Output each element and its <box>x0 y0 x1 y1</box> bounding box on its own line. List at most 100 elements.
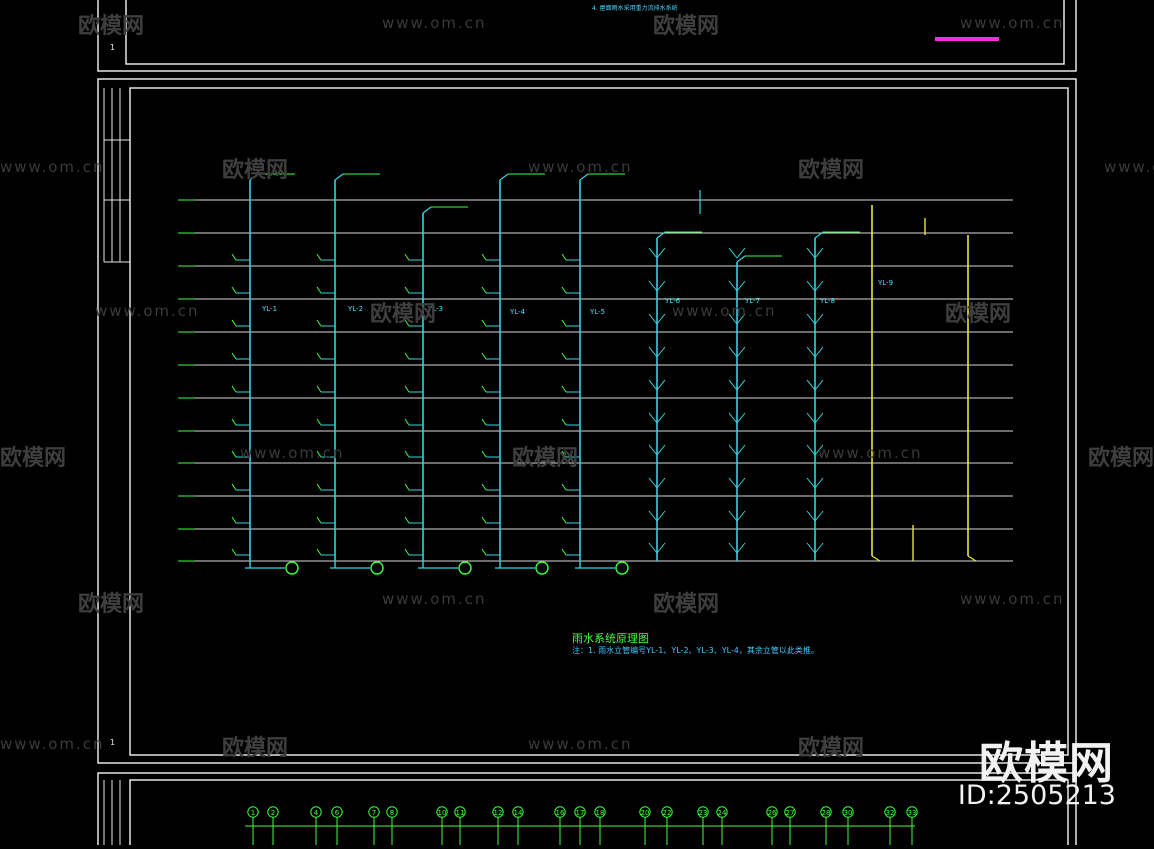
branch-right <box>814 379 824 391</box>
branch-tag <box>481 483 487 491</box>
watermark-url: www.om.cn <box>1104 158 1154 176</box>
branch-right <box>736 477 746 489</box>
branch-right <box>656 477 666 489</box>
riser-top-stub <box>249 173 259 181</box>
watermark-url: www.om.cn <box>818 444 923 462</box>
riser-label: YL-6 <box>664 297 681 305</box>
branch-left <box>728 542 738 554</box>
branch-tag <box>561 319 567 327</box>
branch-tag <box>561 253 567 261</box>
branch-tag <box>231 418 237 426</box>
branch-tag <box>481 548 487 556</box>
branch-right <box>656 346 666 358</box>
riser-label: YL-8 <box>819 297 835 305</box>
riser-top-stub <box>814 231 824 239</box>
outlet-well-symbol <box>458 561 472 575</box>
outlet-well-symbol <box>370 561 384 575</box>
branch-right <box>656 313 666 325</box>
riser-top-stub <box>656 231 666 239</box>
branch-left <box>648 280 658 292</box>
outlet-well-symbol <box>615 561 629 575</box>
branch-left <box>806 412 816 424</box>
branch-right <box>656 510 666 522</box>
branch-tag <box>481 319 487 327</box>
watermark-brand: 欧模网 <box>798 736 865 761</box>
riser-top-stub <box>334 173 344 181</box>
branch-left <box>806 247 816 259</box>
branch-right <box>656 280 666 292</box>
riser-label: YL-7 <box>744 297 760 305</box>
grid-axis-label: 11 <box>456 809 465 817</box>
branch-right <box>736 247 746 259</box>
branch-right <box>814 346 824 358</box>
riser-yellow-foot <box>871 555 881 562</box>
watermark-brand: 欧模网 <box>0 446 67 471</box>
branch-right <box>736 379 746 391</box>
branch-right <box>814 510 824 522</box>
watermark-brand: 欧模网 <box>653 14 720 39</box>
grid-axis-label: 18 <box>596 809 605 817</box>
grid-axis-label: 32 <box>886 809 895 817</box>
branch-tag <box>561 385 567 393</box>
branch-right <box>814 477 824 489</box>
watermark-brand: 欧模网 <box>798 158 865 183</box>
riser-pipes <box>249 173 977 562</box>
branch-tag <box>231 385 237 393</box>
branch-left <box>806 477 816 489</box>
branch-right <box>656 379 666 391</box>
watermark-url: www.om.cn <box>382 14 487 32</box>
grid-axis-label: 14 <box>514 809 523 817</box>
grid-axis-label: 20 <box>641 809 650 817</box>
branch-right <box>736 510 746 522</box>
branch-tag <box>404 385 410 393</box>
grid-axis-label: 23 <box>699 809 708 817</box>
brand-id: ID:2505213 <box>957 780 1116 811</box>
branch-left <box>728 313 738 325</box>
branch-tag <box>561 483 567 491</box>
riser-label: YL-2 <box>347 305 363 313</box>
branch-left <box>648 510 658 522</box>
frame-number: 1 <box>110 738 115 747</box>
branch-tag <box>404 548 410 556</box>
branch-right <box>814 444 824 456</box>
branch-right <box>656 247 666 259</box>
top-sheet-frame <box>97 0 1077 72</box>
grid-axis-label: 27 <box>786 809 795 817</box>
branch-tag <box>404 253 410 261</box>
grid-axis-label: 12 <box>494 809 503 817</box>
riser-top-stub <box>579 173 589 181</box>
grid-axis-label: 33 <box>908 809 917 817</box>
branch-tag <box>561 548 567 556</box>
watermark-url: www.om.cn <box>95 302 200 320</box>
grid-axis-label: 4 <box>314 809 319 817</box>
branch-left <box>728 510 738 522</box>
branch-tag <box>404 418 410 426</box>
branch-right <box>656 444 666 456</box>
branch-right <box>814 280 824 292</box>
branch-left <box>728 412 738 424</box>
watermark-brand: 欧模网 <box>945 302 1012 327</box>
branch-tag <box>316 352 322 360</box>
watermark-url: www.om.cn <box>0 158 105 176</box>
watermark-brand: 欧模网 <box>222 158 289 183</box>
branch-tag <box>316 450 322 458</box>
branch-right <box>736 313 746 325</box>
watermark-url: www.om.cn <box>672 302 777 320</box>
branch-left <box>728 280 738 292</box>
branch-right <box>656 412 666 424</box>
branch-tag <box>316 286 322 294</box>
branch-tag <box>561 418 567 426</box>
branch-tag <box>231 352 237 360</box>
sheet-note: 注：1. 雨水立管编号YL-1、YL-2、YL-3、YL-4，其余立管以此类推。 <box>572 646 819 655</box>
branch-right <box>814 313 824 325</box>
branch-tag <box>404 450 410 458</box>
grid-axis-label: 8 <box>390 809 394 817</box>
branch-left <box>648 313 658 325</box>
riser-label: YL-9 <box>877 279 893 287</box>
riser-yellow-foot <box>967 555 977 562</box>
riser-top-stub <box>499 173 509 181</box>
outlet-well-symbol <box>535 561 549 575</box>
watermark-url: www.om.cn <box>382 590 487 608</box>
branch-right <box>814 542 824 554</box>
